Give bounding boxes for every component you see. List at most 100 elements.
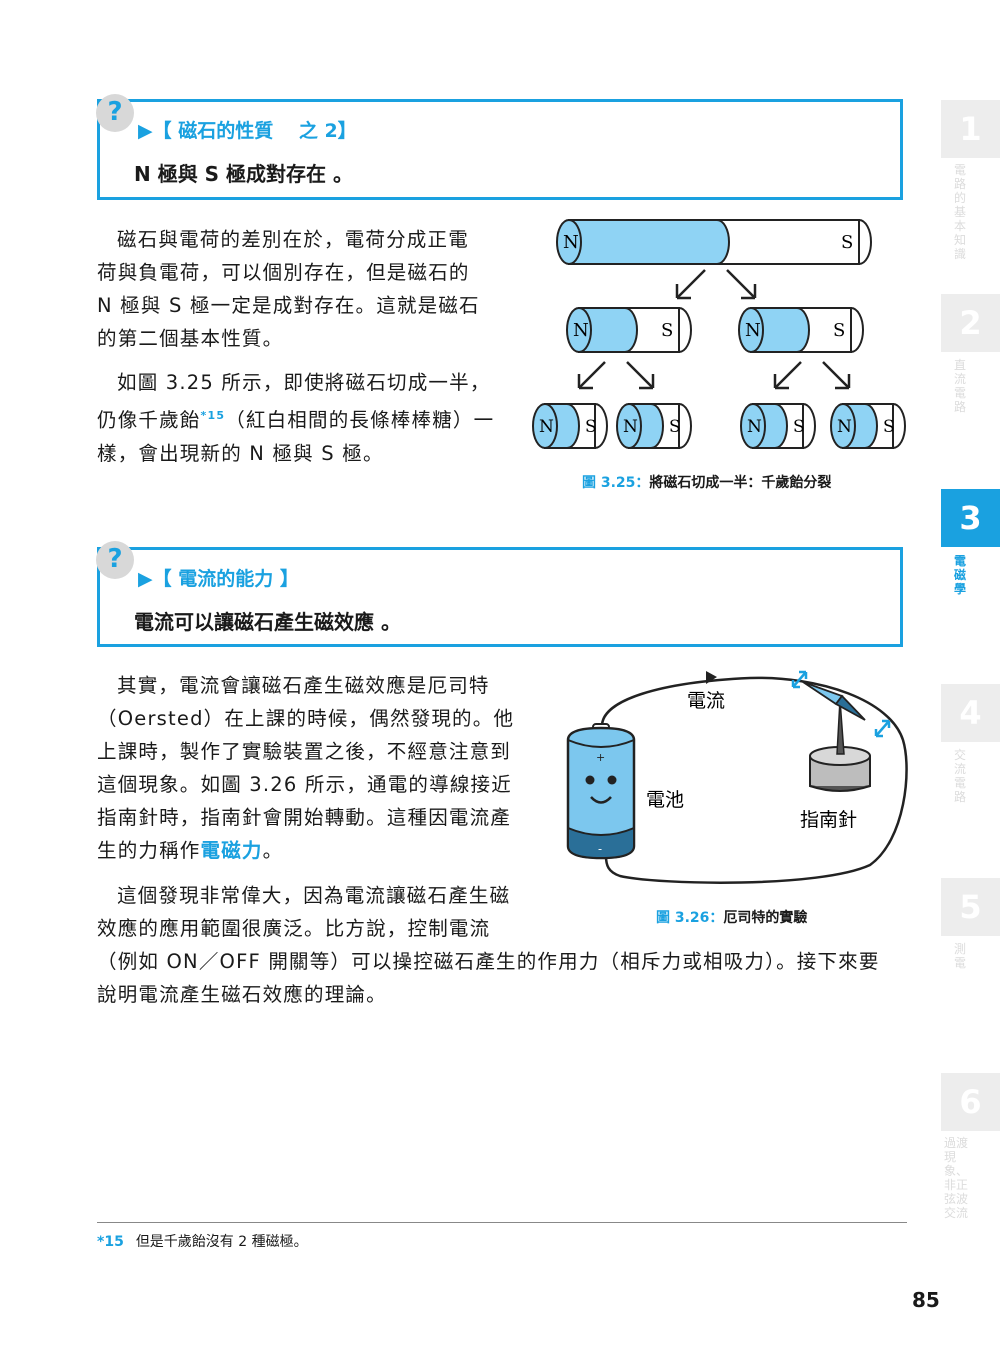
- pole-label-s: S: [669, 417, 681, 437]
- key-point-box-current-ability: ▶【 電流的能力 】 電流可以讓磁石產生磁效應 。: [97, 547, 903, 647]
- chapter-tab-4[interactable]: 4: [941, 684, 1000, 742]
- pole-label-n: N: [539, 417, 554, 437]
- figure-3-26-caption: 圖 3.26：厄司特的實驗: [656, 907, 807, 927]
- chapter-tab-6-label: 過渡現象、非正弦波交流: [944, 1136, 969, 1220]
- page-number: 85: [912, 1288, 940, 1312]
- magnet-half-left: N S: [566, 307, 692, 353]
- battery: + -: [566, 723, 636, 860]
- pole-label-n: N: [573, 320, 589, 341]
- compass: [802, 681, 871, 792]
- key-point-title: ▶【 電流的能力 】: [138, 568, 299, 590]
- chapter-tab-5[interactable]: 5: [941, 878, 1000, 936]
- chapter-tab-1-label: 電路的基本知識: [954, 163, 967, 261]
- chapter-tab-2-label: 直流電路: [954, 358, 967, 414]
- text-line: 生的力稱作電磁力。: [97, 834, 537, 867]
- text-line: 磁石與電荷的差別在於，電荷分成正電: [117, 228, 469, 251]
- chapter-tab-5-label: 測電: [954, 942, 967, 970]
- magnet-quarter-2: N S: [616, 403, 692, 449]
- question-icon: ?: [96, 541, 134, 579]
- caption-text: 厄司特的實驗: [723, 910, 808, 926]
- magnet-quarter-1: N S: [532, 403, 608, 449]
- text-line: 樣，會出現新的 N 極與 S 極。: [97, 441, 384, 465]
- pole-label-s: S: [833, 320, 845, 341]
- paragraph-cut-magnet: 如圖 3.25 所示，即使將磁石切成一半， 仍像千歲飴*15（紅白相間的長條棒棒…: [97, 366, 507, 470]
- term-electromagnetic-force: 電磁力: [200, 839, 263, 862]
- magnet-half-right: N S: [738, 307, 864, 353]
- battery-smile: [590, 796, 612, 804]
- question-icon: ?: [96, 94, 134, 132]
- label-battery: 電池: [646, 789, 684, 811]
- pole-label-n: N: [745, 320, 761, 341]
- pole-label-s: S: [661, 320, 673, 341]
- text-line: 仍像千歲飴*15（紅白相間的長條棒棒糖）一: [97, 399, 507, 437]
- footnote-mark: *15: [97, 1234, 124, 1250]
- text-line: 指南針時，指南針會開始轉動。這種因電流產: [97, 806, 512, 829]
- figure-3-26-oersted-experiment: 電流 + - 電池 指南針: [566, 670, 908, 884]
- battery-eye: [607, 775, 617, 785]
- footnote-text: 但是千歲飴沒有 2 種磁極。: [135, 1234, 308, 1250]
- arrow-split-right: [726, 269, 756, 299]
- caption-number: 圖 3.25：: [582, 475, 650, 491]
- arrows-split-level-2: [577, 361, 851, 390]
- text-span: 。: [262, 839, 284, 862]
- text-line: 的第二個基本性質。: [97, 327, 284, 350]
- text-line: 這個發現非常偉大，因為電流讓磁石產生磁: [117, 884, 511, 907]
- magnet-whole: N S: [556, 219, 872, 265]
- chapter-tab-2[interactable]: 2: [941, 294, 1000, 352]
- label-current: 電流: [687, 690, 725, 712]
- arrowhead: [675, 284, 691, 300]
- current-direction-arrow: [706, 671, 717, 684]
- chapter-tab-6[interactable]: 6: [941, 1073, 1000, 1131]
- text-line: 這個現象。如圖 3.26 所示，通電的導線接近: [97, 773, 512, 796]
- figure-3-25-caption: 圖 3.25：將磁石切成一半：千歲飴分裂: [582, 472, 831, 492]
- paragraph-oersted-discovery: 其實，電流會讓磁石產生磁效應是厄司特 （Oersted）在上課的時候，偶然發現的…: [97, 669, 537, 867]
- footnote: *15 但是千歲飴沒有 2 種磁極。: [97, 1231, 308, 1251]
- chapter-tab-3[interactable]: 3: [941, 489, 1000, 547]
- battery-eye: [585, 775, 595, 785]
- text-line: 荷與負電荷，可以個別存在，但是磁石的: [97, 261, 470, 284]
- text-line: N 極與 S 極一定是成對存在。這就是磁石: [97, 294, 480, 317]
- magnet-quarter-4: N S: [830, 403, 906, 449]
- arrowhead: [741, 284, 757, 300]
- caption-number: 圖 3.26：: [656, 910, 724, 926]
- text-span: （紅白相間的長條棒棒糖）一: [225, 408, 495, 432]
- pole-label-s: S: [793, 417, 805, 437]
- chapter-tab-3-label: 電磁學: [954, 554, 967, 596]
- pole-label-n: N: [623, 417, 638, 437]
- pole-label-s: S: [841, 232, 853, 253]
- text-line: 效應的應用範圍很廣泛。比方說，控制電流: [97, 917, 491, 940]
- key-point-title: ▶【 磁石的性質 之 2】: [138, 120, 357, 142]
- battery-minus-sign: -: [598, 842, 602, 856]
- key-point-box-magnet-property: ▶【 磁石的性質 之 2】 N 極與 S 極成對存在 。: [97, 99, 903, 200]
- footnote-reference[interactable]: *15: [200, 409, 226, 422]
- pole-label-s: S: [585, 417, 597, 437]
- paragraph-discovery-significance: 這個發現非常偉大，因為電流讓磁石產生磁 效應的應用範圍很廣泛。比方說，控制電流 …: [97, 879, 912, 1011]
- pole-label-s: S: [883, 417, 895, 437]
- pole-label-n: N: [837, 417, 852, 437]
- figure-3-25-magnet-split: N S N S N S N S: [532, 219, 906, 449]
- compass-pivot: [836, 699, 845, 755]
- chapter-tab-1[interactable]: 1: [941, 100, 1000, 158]
- pole-label-n: N: [747, 417, 762, 437]
- footnote-divider: [97, 1222, 907, 1223]
- text-span: 仍像千歲飴: [97, 408, 201, 432]
- label-compass: 指南針: [800, 809, 857, 831]
- key-point-body: 電流可以讓磁石產生磁效應 。: [134, 610, 401, 634]
- text-line: 其實，電流會讓磁石產生磁效應是厄司特: [117, 674, 490, 697]
- chapter-tab-4-label: 交流電路: [954, 748, 967, 804]
- text-line: 如圖 3.25 所示，即使將磁石切成一半，: [117, 371, 491, 394]
- text-line: 上課時，製作了實驗裝置之後，不經意注意到: [97, 740, 512, 763]
- text-line: （Oersted）在上課的時候，偶然發現的。他: [97, 707, 515, 730]
- battery-plus-sign: +: [596, 751, 605, 764]
- paragraph-magnet-vs-charge: 磁石與電荷的差別在於，電荷分成正電 荷與負電荷，可以個別存在，但是磁石的 N 極…: [97, 223, 507, 355]
- caption-text: 將磁石切成一半：千歲飴分裂: [649, 475, 832, 491]
- text-line: （例如 ON／OFF 開關等）可以操控磁石產生的作用力（相斥力或相吸力）。接下來…: [97, 950, 880, 973]
- pole-label-n: N: [563, 232, 579, 253]
- text-line: 說明電流產生磁石效應的理論。: [97, 983, 387, 1006]
- text-span: 生的力稱作: [97, 839, 201, 862]
- magnet-quarter-3: N S: [740, 403, 816, 449]
- compass-needle-south: [834, 694, 866, 721]
- key-point-body: N 極與 S 極成對存在 。: [134, 162, 353, 186]
- arrow-split-left: [676, 269, 706, 299]
- rotation-arrows: [791, 670, 891, 738]
